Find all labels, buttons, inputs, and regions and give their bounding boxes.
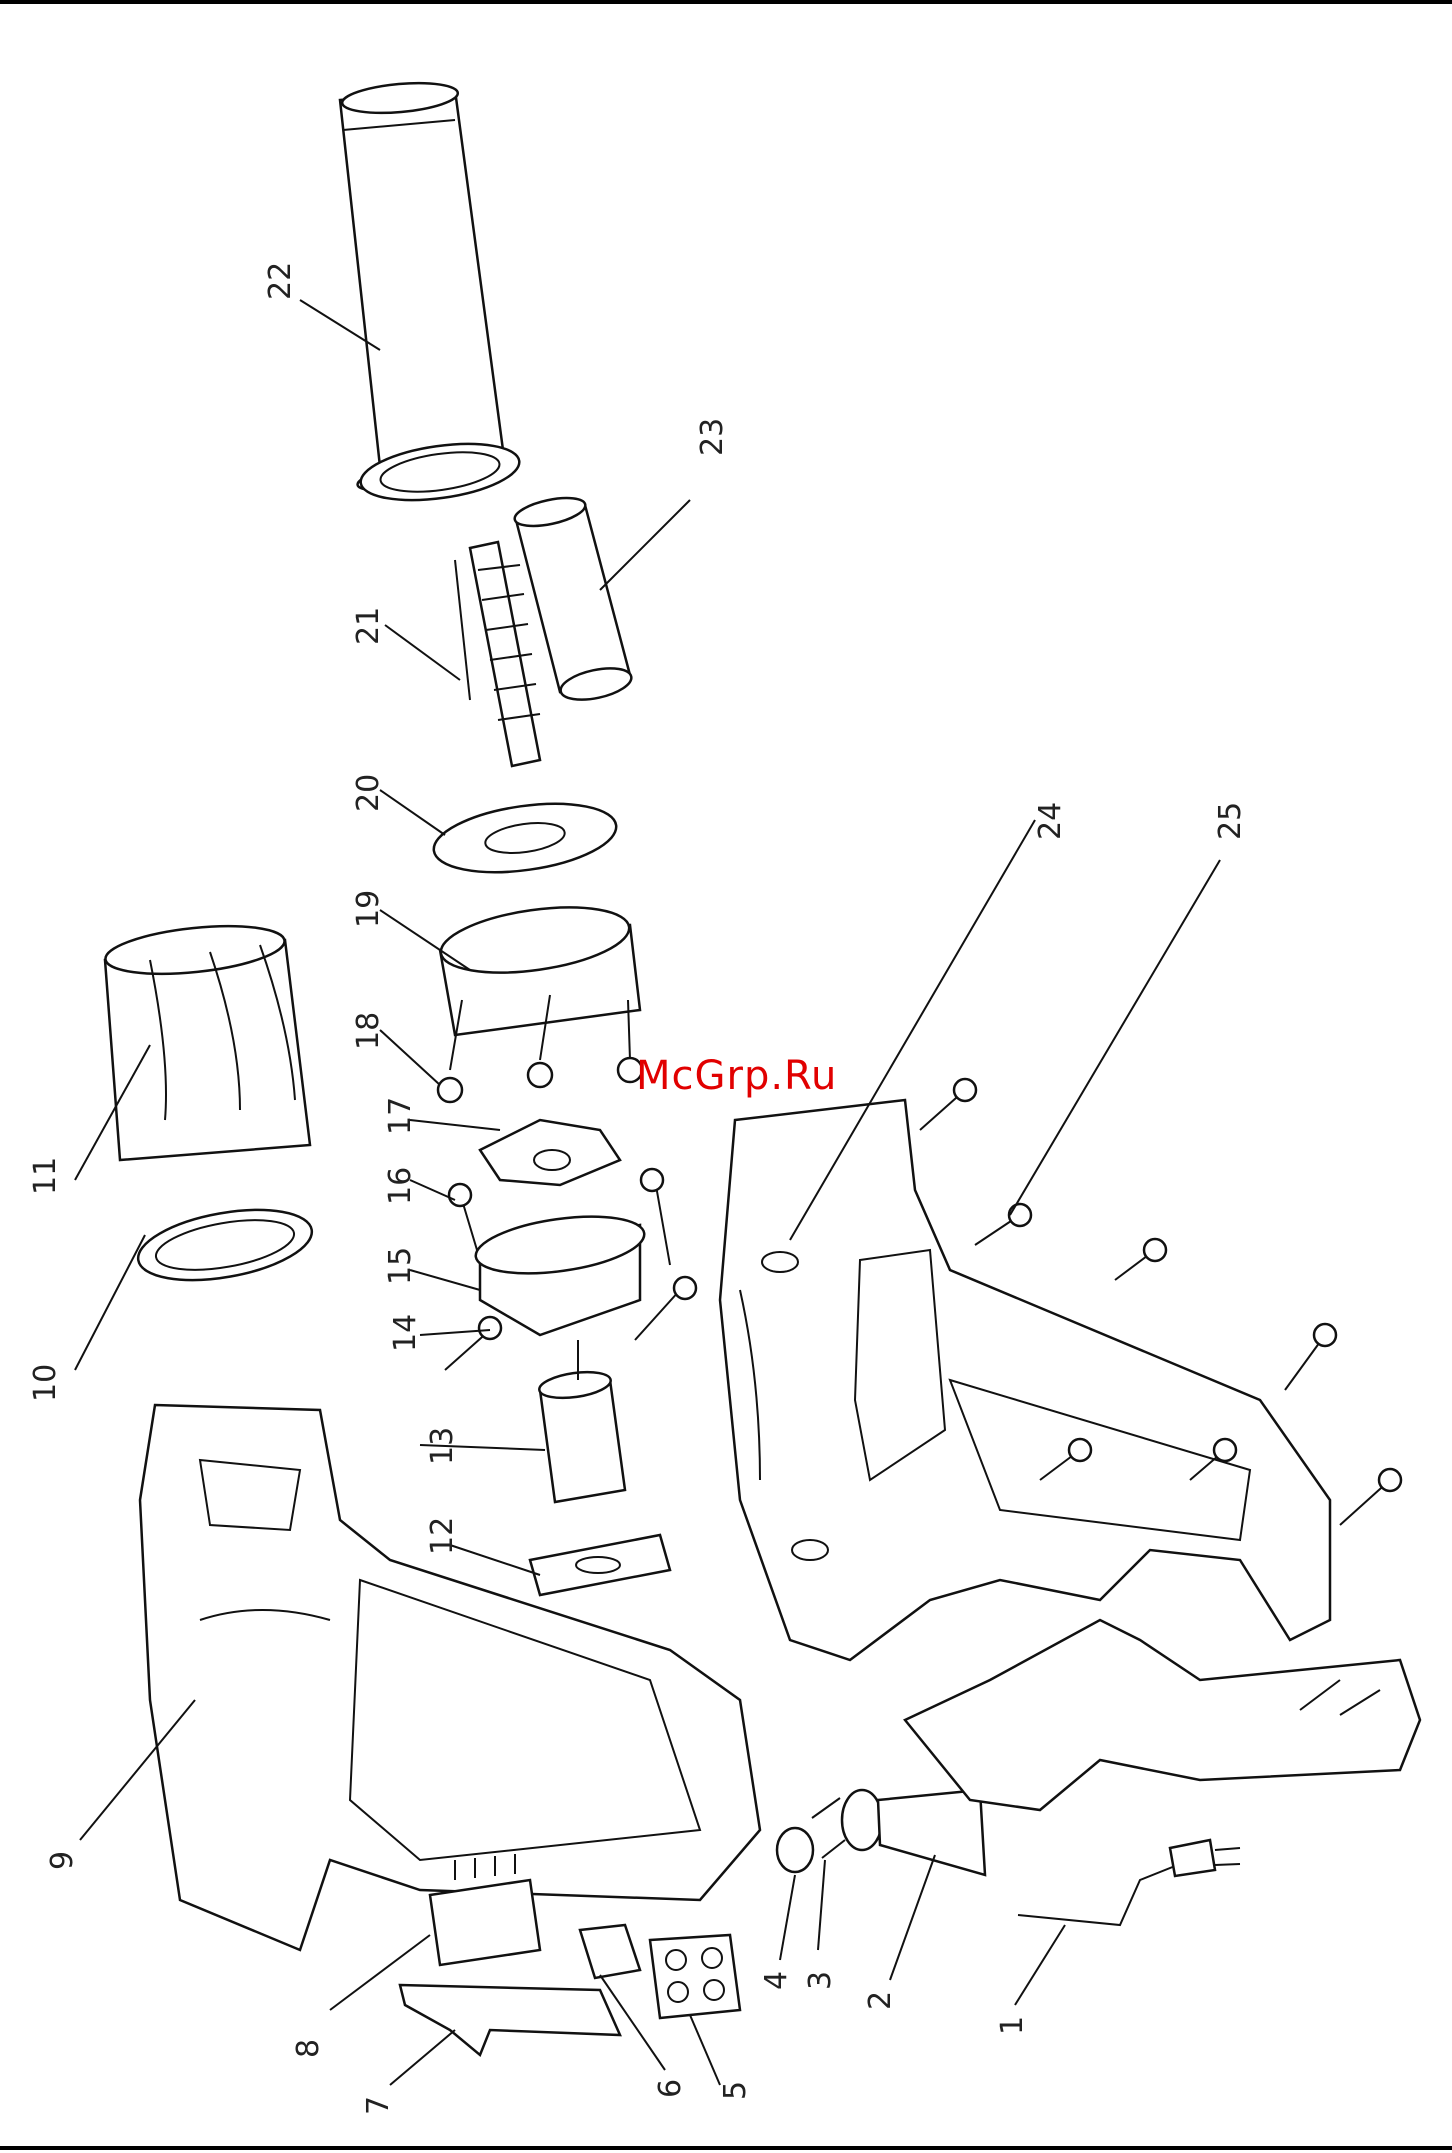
- callout-15: 15: [383, 1247, 418, 1285]
- callout-9: 9: [45, 1851, 80, 1870]
- callout-23: 23: [695, 418, 730, 456]
- part-10-gasket: [133, 1198, 317, 1292]
- callout-20: 20: [351, 774, 386, 812]
- part-handle-rear-grip: [905, 1620, 1420, 1810]
- callout-8: 8: [291, 2039, 326, 2058]
- callout-19: 19: [351, 890, 386, 928]
- part-6-terminal-block: [580, 1925, 640, 1978]
- callout-22: 22: [263, 262, 298, 300]
- part-2-cable-sleeve: [842, 1790, 985, 1875]
- callout-24: 24: [1033, 802, 1068, 840]
- part-9-housing-left-half: [140, 1405, 760, 1950]
- part-23-mica-tube: [512, 493, 634, 705]
- callout-10: 10: [28, 1364, 63, 1402]
- part-21-heating-element: [455, 542, 540, 766]
- callout-21: 21: [351, 607, 386, 645]
- callout-16: 16: [383, 1167, 418, 1205]
- part-22-nozzle-tube: [340, 79, 523, 509]
- part-3-clamp-screws: [812, 1798, 845, 1858]
- callout-25: 25: [1213, 802, 1248, 840]
- part-4-cable-clamp: [777, 1828, 813, 1872]
- callout-4: 4: [759, 1971, 794, 1990]
- part-1-power-cord: [1018, 1840, 1240, 1925]
- part-15-motor-bracket: [472, 1207, 648, 1335]
- callout-3: 3: [803, 1971, 838, 1990]
- callout-12: 12: [425, 1517, 460, 1555]
- part-19-fan-housing: [437, 897, 640, 1035]
- part-13-motor: [538, 1340, 625, 1502]
- callout-5: 5: [718, 2081, 753, 2100]
- part-12-brush-plate: [530, 1535, 670, 1595]
- part-24-housing-right-half: [720, 1100, 1330, 1660]
- callout-14: 14: [388, 1314, 423, 1352]
- part-7-switch-lever: [400, 1985, 620, 2055]
- part-5-terminal-connector: [650, 1935, 740, 2018]
- callout-6: 6: [653, 2079, 688, 2098]
- part-11-nose-cover: [103, 919, 310, 1160]
- callout-2: 2: [863, 1991, 898, 2010]
- callout-13: 13: [425, 1427, 460, 1465]
- callout-18: 18: [351, 1012, 386, 1050]
- callout-17: 17: [383, 1097, 418, 1135]
- callout-11: 11: [28, 1157, 63, 1195]
- callout-1: 1: [995, 2016, 1030, 2035]
- callout-7: 7: [361, 2096, 396, 2115]
- watermark-text: McGrp.Ru: [636, 1053, 837, 1099]
- part-20-mount-plate: [429, 794, 620, 883]
- part-17-fan-impeller: [480, 1120, 620, 1185]
